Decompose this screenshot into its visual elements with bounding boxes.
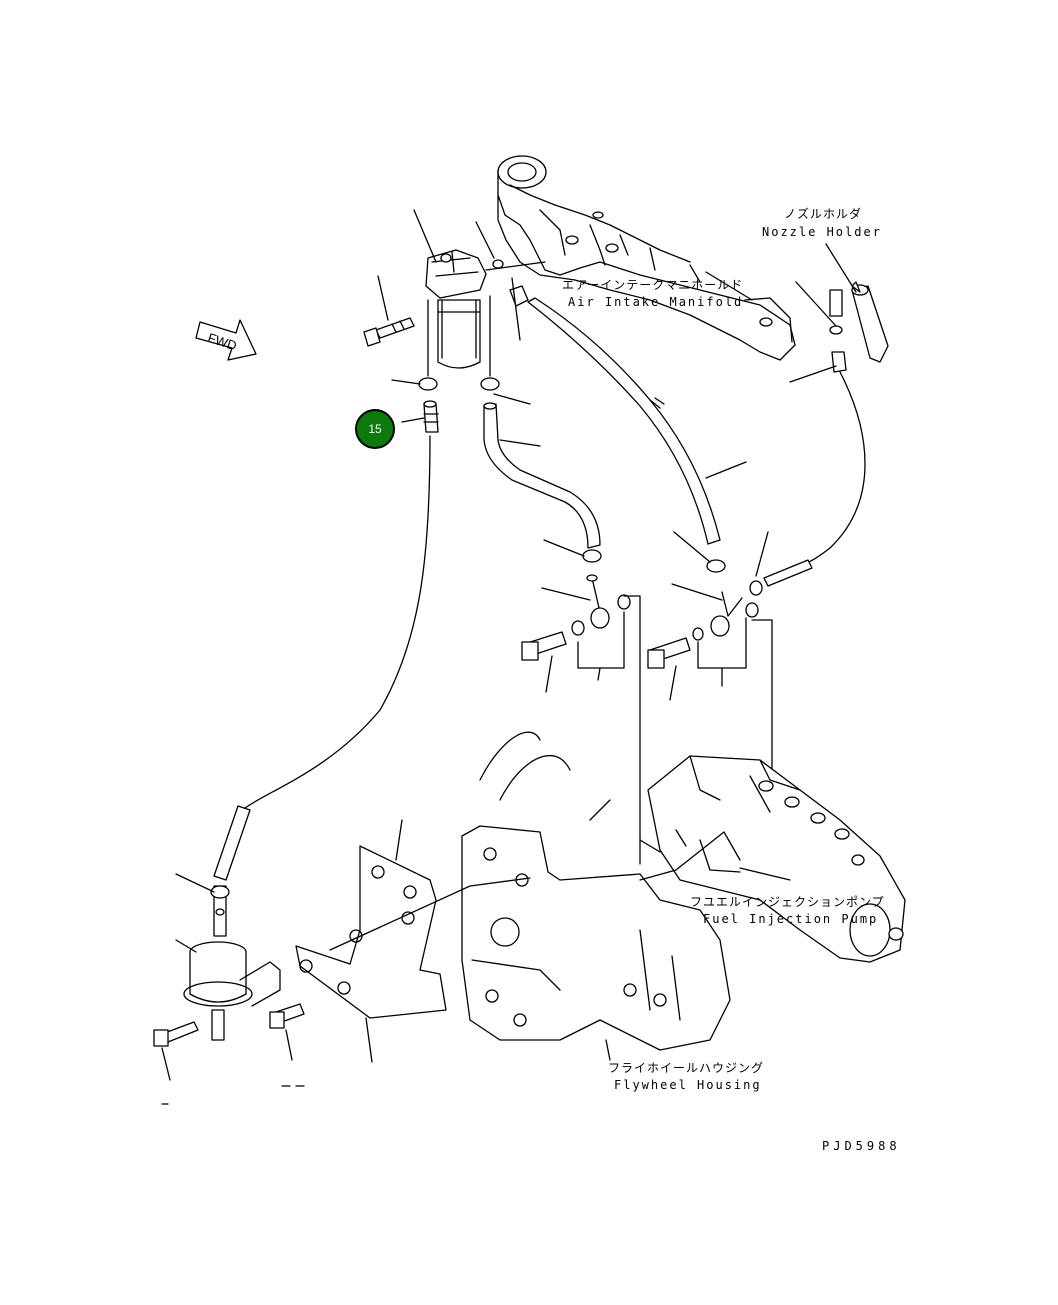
label-fuel-injection-pump-en: Fuel Injection Pump: [703, 912, 879, 926]
label-nozzle-holder-jp: ノズルホルダ: [784, 207, 863, 221]
fuel-hose-right: [527, 297, 726, 573]
nozzle-holder: [763, 284, 889, 587]
flywheel-housing: [461, 731, 731, 1051]
callout-15[interactable]: 15: [355, 409, 395, 449]
mounting-bracket: [269, 845, 447, 1029]
fuel-injection-pump: [647, 755, 906, 963]
fuel-hose-left: [213, 400, 439, 881]
label-fuel-injection-pump-jp: フユエルインジェクションポンプ: [690, 895, 885, 909]
label-air-intake-manifold-en: Air Intake Manifold: [568, 295, 744, 309]
label-air-intake-manifold-jp: エアーインテークマニホールド: [562, 278, 744, 292]
fuel-hose-middle: [483, 402, 602, 563]
water-separator: [153, 885, 281, 1047]
label-flywheel-housing-jp: フライホイールハウジング: [608, 1061, 765, 1075]
fuel-filter: [363, 249, 491, 377]
label-nozzle-holder-en: Nozzle Holder: [762, 225, 882, 239]
label-flywheel-housing-en: Flywheel Housing: [614, 1078, 762, 1092]
fwd-arrow-icon: FWD: [195, 319, 257, 361]
drawing-number: PJD5988: [822, 1139, 901, 1153]
air-intake-manifold: [497, 155, 796, 361]
callout-number: 15: [368, 422, 382, 436]
hose-clamps: [418, 377, 500, 391]
leader-lines: [161, 209, 861, 1105]
